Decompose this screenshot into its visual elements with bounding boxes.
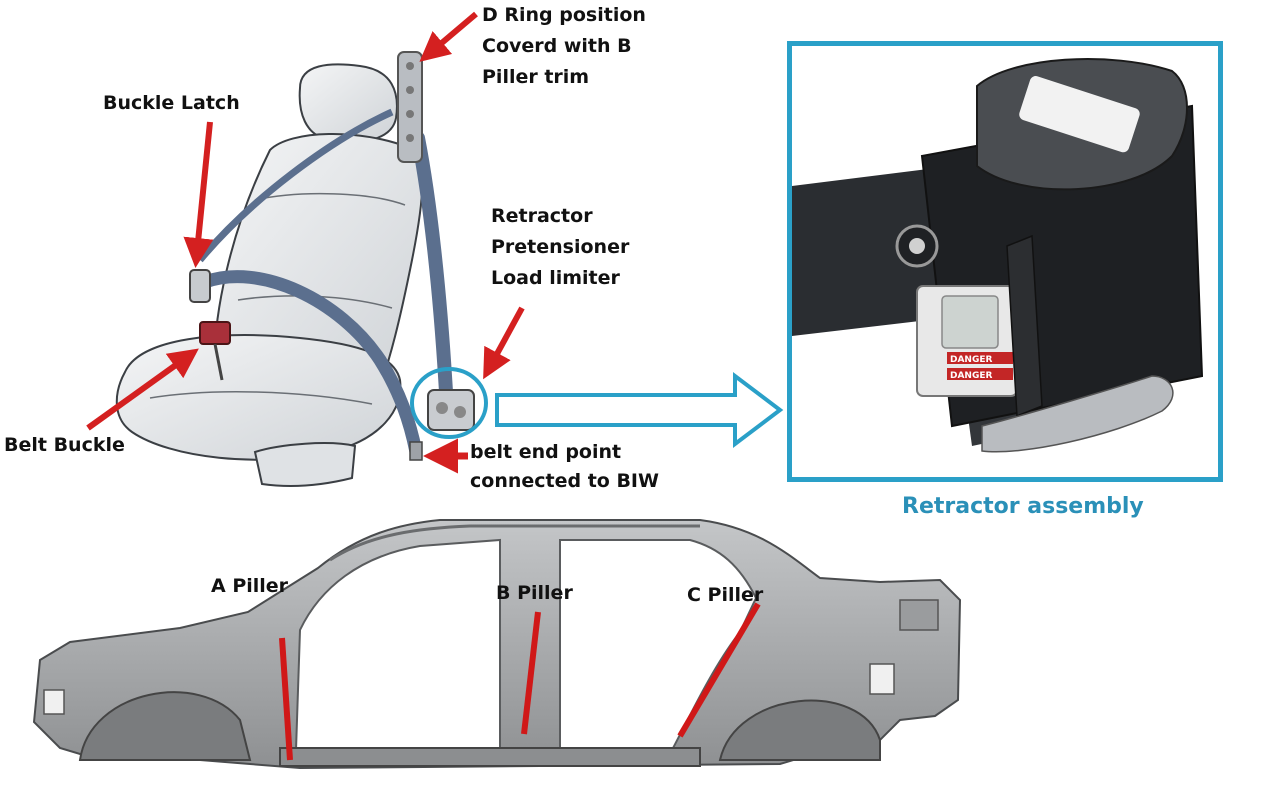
retractor-callout-circle (410, 367, 488, 439)
d-ring-label-line-3: Piller trim (482, 66, 590, 88)
danger-label-2: DANGER (950, 371, 993, 381)
d-ring-label-line-2: Coverd with B (482, 35, 632, 57)
retractor-assembly-caption: Retractor assembly (902, 494, 1144, 519)
callout-arrow (495, 371, 784, 449)
retractor-label-line-1: Retractor (491, 205, 593, 227)
buckle-latch-tongue (189, 269, 211, 303)
d-ring-label: D Ring position Coverd with B Piller tri… (482, 0, 646, 93)
belt-end-anchor (409, 441, 423, 461)
buckle-latch-label: Buckle Latch (103, 92, 240, 114)
c-pillar-line (677, 602, 761, 738)
danger-label-1: DANGER (950, 355, 993, 365)
belt-buckle-label: Belt Buckle (4, 434, 125, 456)
belt-buckle-part (199, 321, 231, 345)
belt-end-label: belt end point connected to BIW (470, 438, 659, 496)
car-body-side (32, 519, 962, 770)
a-piller-label: A Piller (211, 575, 289, 597)
retractor-label-line-2: Pretensioner (491, 236, 630, 258)
d-ring-plate (397, 51, 423, 163)
seat-belt (189, 51, 475, 461)
c-piller-label: C Piller (687, 584, 764, 606)
d-ring-label-line-1: D Ring position (482, 4, 646, 26)
retractor-part (427, 389, 475, 431)
a-pillar-line (279, 637, 293, 761)
retractor-assembly-image: DANGER DANGER (792, 58, 1204, 453)
pillar-highlights (279, 602, 761, 761)
belt-end-label-line-2: connected to BIW (470, 470, 659, 492)
retractor-label-line-3: Load limiter (491, 267, 620, 289)
retractor-assembly-frame: DANGER DANGER (787, 41, 1223, 482)
label-sticker (1019, 76, 1140, 153)
front-door-opening (294, 538, 501, 752)
retractor-label: Retractor Pretensioner Load limiter (491, 201, 629, 294)
label-arrows (86, 11, 525, 474)
belt-end-label-line-1: belt end point (470, 441, 622, 463)
b-piller-label: B Piller (496, 582, 573, 604)
b-pillar-line (521, 611, 541, 735)
